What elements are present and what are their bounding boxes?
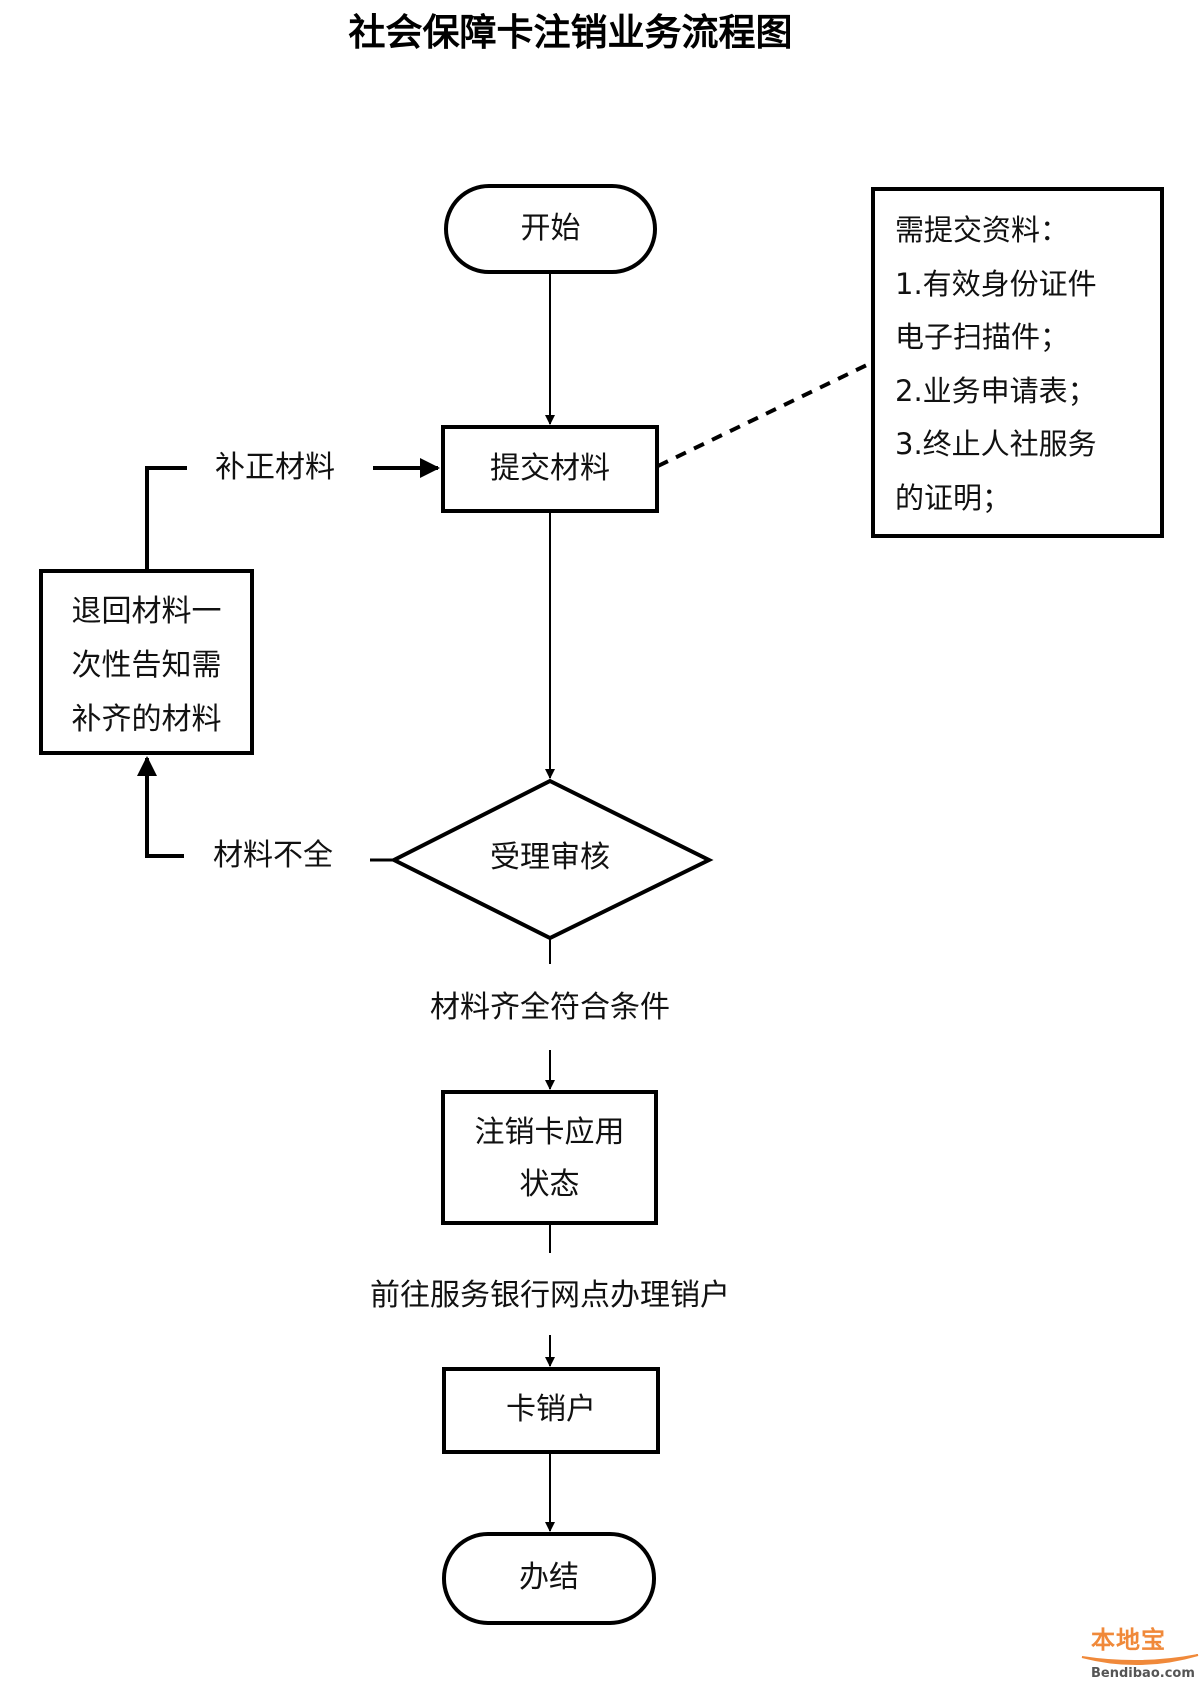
return-node-line: 退回材料一	[71, 594, 222, 629]
note-line: 需提交资料：	[895, 213, 1070, 247]
edge-return-up	[145, 466, 187, 571]
return-node-line: 次性告知需	[71, 648, 222, 683]
cancel-app-node-line: 状态	[519, 1167, 580, 1202]
return-node-label: 退回材料一 次性告知需 补齐的材料	[41, 585, 252, 747]
watermark-logo: 本地宝 Bendibao.com	[1085, 1626, 1195, 1684]
note-line: 电子扫描件；	[895, 320, 1070, 354]
submit-node-label: 提交材料	[490, 451, 610, 486]
note-box-shape	[871, 187, 1164, 538]
end-node-label: 办结	[519, 1560, 579, 1595]
end-node-shape	[442, 1532, 656, 1625]
edge-label-supplement: 补正材料	[215, 450, 335, 485]
close-card-node-label: 卡销户	[506, 1392, 596, 1427]
required-documents-note: 需提交资料： 1.有效身份证件 电子扫描件； 2.业务申请表； 3.终止人社服务…	[895, 204, 1155, 525]
page-title: 社会保障卡注销业务流程图	[348, 11, 793, 54]
watermark-swoosh	[1081, 1654, 1199, 1666]
return-node-line: 补齐的材料	[71, 702, 222, 737]
note-line: 的证明；	[895, 480, 1012, 515]
review-node-label: 受理审核	[490, 840, 610, 875]
note-connector	[657, 360, 874, 468]
cancel-app-node-line: 注销卡应用	[474, 1115, 625, 1150]
edge-label-complete: 材料齐全符合条件	[430, 990, 670, 1025]
note-line: 2.业务申请表；	[895, 373, 1097, 408]
edge-label-go-bank: 前往服务银行网点办理销户	[370, 1278, 730, 1313]
watermark-site: Bendibao.com	[1091, 1666, 1195, 1681]
edge-incomplete-to-return	[137, 756, 184, 858]
cancel-app-node-label: 注销卡应用 状态	[443, 1107, 656, 1211]
edge-label-incomplete: 材料不全	[213, 838, 333, 873]
start-node-label: 开始	[520, 211, 581, 246]
watermark-brand: 本地宝	[1091, 1626, 1166, 1654]
submit-node-shape	[441, 425, 659, 513]
note-line: 3.终止人社服务	[895, 427, 1097, 461]
note-line: 1.有效身份证件	[895, 266, 1097, 301]
